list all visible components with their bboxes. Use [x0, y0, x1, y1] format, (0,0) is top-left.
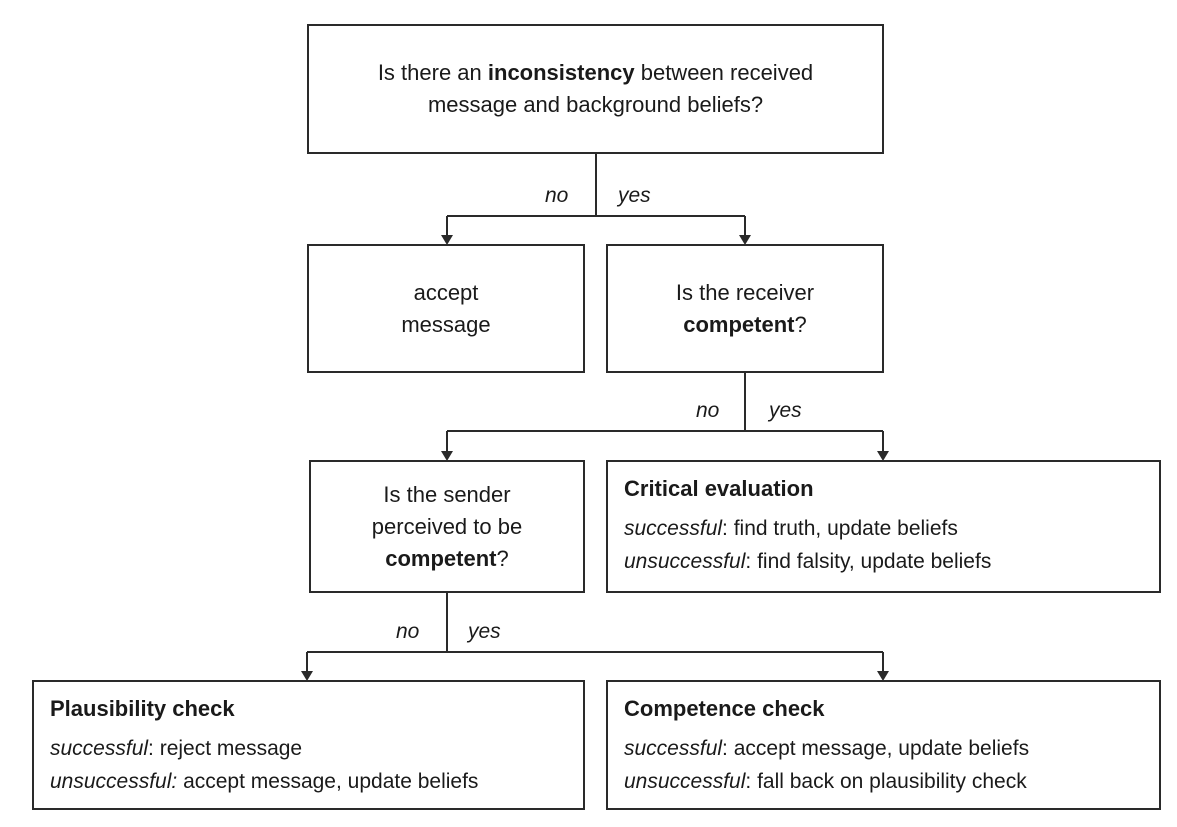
q1-text-pre: Is there an: [377, 60, 488, 85]
q3-line-3: competent?: [385, 543, 509, 575]
critical-evaluation-title: Critical evaluation: [624, 476, 814, 501]
q3-yes-label: yes: [468, 620, 501, 643]
critical-success-line: successful: find truth, update beliefs: [624, 512, 1159, 545]
q2-keyword: competent: [683, 311, 795, 337]
competence-fail-line: unsuccessful: fall back on plausibility …: [624, 765, 1159, 798]
inconsistency-question-box: Is there an inconsistency between receiv…: [307, 24, 884, 154]
plausibility-fail-label: unsuccessful:: [50, 770, 178, 793]
q1-yes-label: yes: [618, 184, 651, 207]
q2-yes-label: yes: [769, 399, 802, 422]
competence-success-text: : accept message, update beliefs: [722, 737, 1030, 760]
critical-success-text: : find truth, update beliefs: [722, 517, 958, 540]
arrowhead-icon: [301, 671, 313, 681]
q1-line-2: message and background beliefs?: [427, 92, 764, 117]
arrowhead-icon: [739, 235, 751, 245]
critical-fail-line: unsuccessful: find falsity, update belie…: [624, 545, 1159, 578]
plausibility-success-text: : reject message: [148, 737, 303, 760]
critical-success-label: successful: [624, 517, 723, 540]
plausibility-fail-text: accept message, update beliefs: [177, 770, 479, 793]
q3-line-2: perceived to be: [371, 513, 523, 539]
competence-check-box: Competence check successful: accept mess…: [606, 680, 1161, 810]
competence-check-title: Competence check: [624, 696, 825, 721]
competence-fail-label: unsuccessful: [624, 770, 746, 793]
plausibility-fail-line: unsuccessful: accept message, update bel…: [50, 765, 583, 798]
accept-line-2: message: [401, 311, 491, 337]
receiver-competence-question-box: Is the receiver competent?: [606, 244, 884, 373]
arrowhead-icon: [441, 235, 453, 245]
competence-fail-text: : fall back on plausibility check: [745, 770, 1027, 793]
accept-line-1: accept: [413, 279, 479, 305]
accept-message-box: accept message: [307, 244, 585, 373]
plausibility-success-label: successful: [50, 737, 149, 760]
q2-line-2: competent?: [683, 309, 807, 341]
plausibility-check-box: Plausibility check successful: reject me…: [32, 680, 585, 810]
q3-no-label: no: [396, 620, 420, 643]
q3-text-post: ?: [496, 545, 509, 571]
plausibility-check-title: Plausibility check: [50, 696, 235, 721]
plausibility-success-line: successful: reject message: [50, 732, 583, 765]
competence-success-label: successful: [624, 737, 723, 760]
q1-line-1: Is there an inconsistency between receiv…: [378, 57, 813, 89]
q3-line-1: Is the sender: [383, 481, 511, 507]
q1-no-label: no: [545, 184, 569, 207]
q2-no-label: no: [696, 399, 720, 422]
sender-competence-question-box: Is the sender perceived to be competent?: [309, 460, 585, 593]
arrowhead-icon: [441, 451, 453, 461]
arrowhead-icon: [877, 451, 889, 461]
q1-keyword: inconsistency: [487, 60, 635, 85]
critical-fail-label: unsuccessful: [624, 550, 746, 573]
arrowhead-icon: [877, 671, 889, 681]
q2-line-1: Is the receiver: [675, 279, 815, 305]
q3-keyword: competent: [385, 545, 497, 571]
q2-text-post: ?: [794, 311, 807, 337]
critical-fail-text: : find falsity, update beliefs: [745, 550, 992, 573]
competence-success-line: successful: accept message, update belie…: [624, 732, 1159, 765]
q1-text-post: between received: [634, 60, 814, 85]
critical-evaluation-box: Critical evaluation successful: find tru…: [606, 460, 1161, 593]
